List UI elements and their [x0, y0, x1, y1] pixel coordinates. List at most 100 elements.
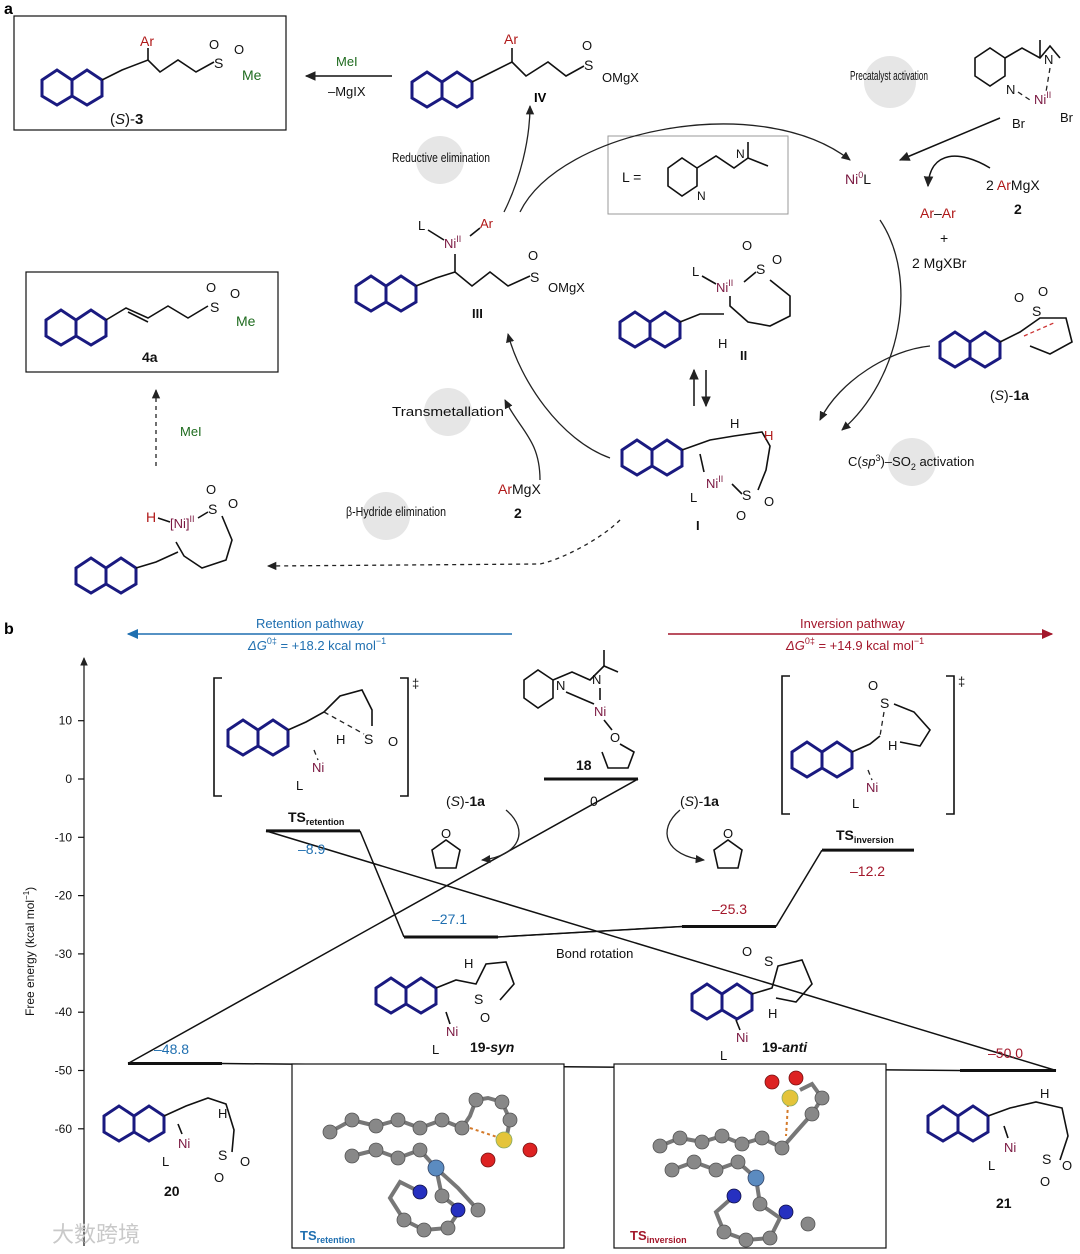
- oxygen-label: O: [234, 42, 244, 57]
- oxygen-label: O: [230, 286, 240, 301]
- energy-value-ts-inversion: –12.2: [850, 863, 885, 879]
- watermark: 大数跨境: [52, 1222, 140, 1247]
- reagent-label: –MgIX: [328, 84, 366, 99]
- oxygen-label: O: [228, 496, 238, 511]
- ts-inversion-label: TSinversion: [836, 827, 894, 845]
- nickel-label: Ni: [1004, 1140, 1016, 1155]
- nitrogen-label: N: [556, 678, 565, 693]
- y-axis-tick-label: -40: [55, 1005, 73, 1019]
- nickel-label: Ni: [594, 704, 606, 719]
- hydrogen-label: H: [764, 428, 773, 443]
- oxygen-label: O: [209, 37, 219, 52]
- methyl-label: Me: [242, 67, 262, 83]
- ts-retention-label: TSretention: [288, 809, 344, 827]
- double-dagger: ‡: [958, 674, 965, 689]
- sulfur-label: S: [742, 487, 751, 503]
- compound-number: 19-anti: [762, 1039, 808, 1055]
- energy-value-18: 0: [590, 793, 598, 809]
- ligand-l: L: [988, 1158, 995, 1173]
- omgx-label: OMgX: [548, 280, 585, 295]
- oxygen-label: O: [240, 1154, 250, 1169]
- y-axis-tick-label: -30: [55, 947, 73, 961]
- y-axis-label: Free energy (kcal mol−1): [22, 887, 37, 1016]
- compound-number: 20: [164, 1183, 180, 1199]
- oxygen-label: O: [772, 252, 782, 267]
- substrate-label-left: (S)-1a: [446, 793, 485, 809]
- ligand-l: L: [418, 218, 425, 233]
- intermediate-IV: Ar S O OMgX IV: [410, 31, 639, 109]
- y-axis-tick-label: -10: [55, 830, 73, 844]
- energy-value-ts-retention: –8.9: [298, 841, 325, 857]
- byproduct-label: 2 MgXBr: [912, 255, 967, 271]
- reagent-number: 2: [1014, 201, 1022, 217]
- y-axis-tick-label: -50: [55, 1064, 73, 1078]
- product-s3-box: Ar S O O Me (S)-3: [13, 15, 287, 131]
- compound-name: (S)-3: [110, 111, 143, 128]
- profile-connector: [359, 830, 405, 938]
- hydride-intermediate: H [Ni]II S O O: [74, 482, 238, 595]
- y-axis-tick-label: -60: [55, 1122, 73, 1136]
- oxygen-label: O: [742, 944, 752, 959]
- oxygen-label: O: [736, 508, 746, 523]
- ligand-l: L: [432, 1042, 439, 1057]
- sulfur-label: S: [530, 269, 539, 285]
- nickel-label: NiII: [716, 278, 733, 295]
- profile-connector: [775, 849, 823, 927]
- oxygen-label: O: [610, 730, 620, 745]
- nickel-label: Ni: [178, 1136, 190, 1151]
- reagent-label: MeI: [180, 424, 202, 439]
- substrate-label-right: (S)-1a: [680, 793, 719, 809]
- reagent-label: MeI: [336, 54, 358, 69]
- ts-inversion-3d-inset: TSinversion: [613, 1063, 887, 1249]
- nickel-label: NiII: [1034, 90, 1051, 107]
- thf-left: O: [431, 826, 461, 869]
- hydrogen-label: H: [146, 509, 156, 525]
- sulfur-label: S: [218, 1147, 227, 1163]
- profile-connector: [127, 778, 639, 1065]
- intermediate-I: H H NiII L S O O I: [620, 416, 774, 533]
- hydrogen-label: H: [218, 1106, 227, 1121]
- inset-label: TSretention: [300, 1228, 355, 1245]
- sulfur-label: S: [764, 953, 773, 969]
- profile-connector: [265, 830, 1057, 1072]
- intermediate-number: IV: [534, 90, 547, 105]
- bond-rotation-label: Bond rotation: [556, 946, 633, 961]
- ligand-definition-box: L = N N: [607, 135, 789, 215]
- retention-dg: ΔG0‡ = +18.2 kcal mol−1: [247, 636, 386, 653]
- reagent-label: ArMgX: [498, 481, 541, 497]
- oxygen-label: O: [388, 734, 398, 749]
- plus-sign: +: [940, 230, 948, 246]
- compound-number: 19-syn: [470, 1039, 514, 1055]
- hydrogen-label: H: [768, 1006, 777, 1021]
- oxygen-label: O: [1014, 290, 1024, 305]
- hydrogen-label: H: [336, 732, 345, 747]
- reagent-number: 2: [514, 505, 522, 521]
- nickel-label: Ni: [866, 780, 878, 795]
- omgx-label: OMgX: [602, 70, 639, 85]
- nickel-label: [Ni]II: [170, 514, 195, 531]
- nitrogen-label: N: [592, 672, 601, 687]
- intermediate-III: L NiII Ar S O OMgX III: [354, 216, 585, 321]
- sulfur-label: S: [364, 731, 373, 747]
- compound-number: 21: [996, 1195, 1012, 1211]
- hydrogen-label: H: [888, 738, 897, 753]
- oxygen-label: O: [480, 1010, 490, 1025]
- bromine-label: Br: [1060, 110, 1074, 125]
- ni0-catalyst: Ni0L: [845, 170, 871, 187]
- sulfur-label: S: [208, 501, 217, 517]
- nickel-label: NiII: [444, 234, 461, 251]
- hydrogen-label: H: [1040, 1086, 1049, 1101]
- sulfur-label: S: [210, 299, 219, 315]
- inversion-dg: ΔG0‡ = +14.9 kcal mol−1: [785, 636, 924, 653]
- oxygen-label: O: [742, 238, 752, 253]
- ligand-l: L: [720, 1048, 727, 1063]
- y-axis-tick-label: 0: [65, 772, 72, 786]
- thf-right: O: [713, 826, 743, 869]
- sulfur-label: S: [880, 695, 889, 711]
- ts-inversion-structure: ‡ S O H Ni L: [781, 674, 965, 815]
- nickel-label: Ni: [446, 1024, 458, 1039]
- panel-a-label: a: [4, 1, 13, 18]
- compound-number: 4a: [142, 349, 158, 365]
- nitrogen-label: N: [736, 147, 745, 161]
- complex-18: N N Ni O 18: [523, 650, 635, 773]
